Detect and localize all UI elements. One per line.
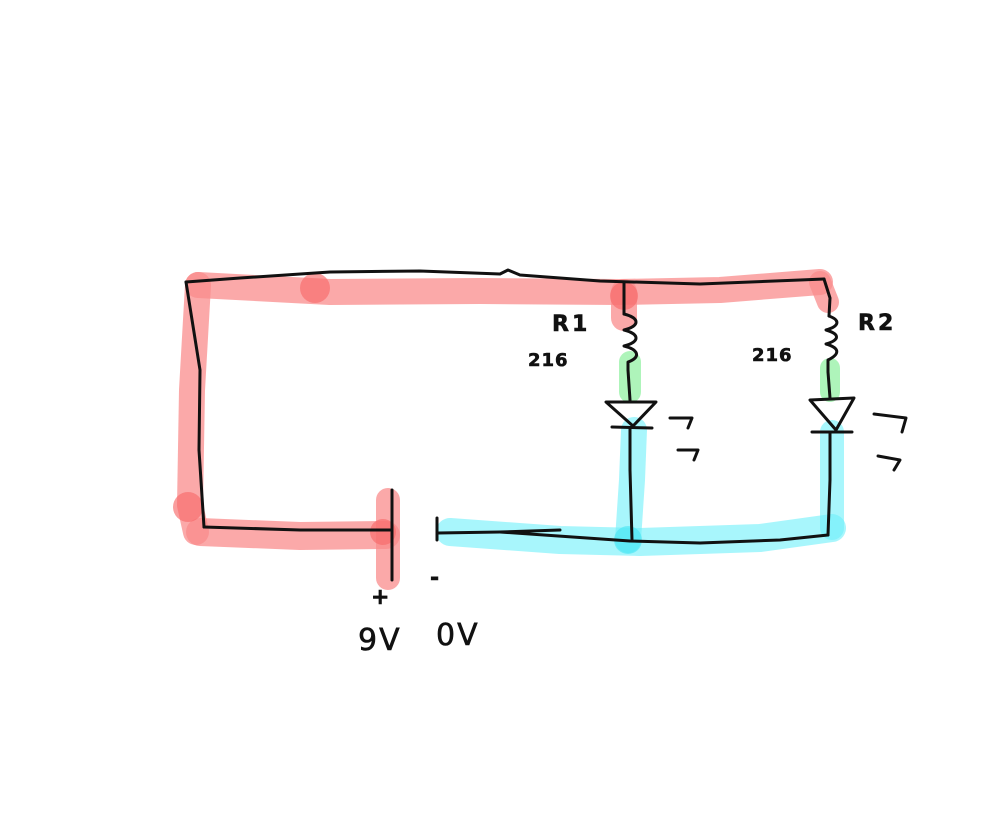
bottom-left-rail-highlight xyxy=(186,518,400,550)
resistor-r2-zigzag xyxy=(824,314,839,400)
negative-rail-highlight xyxy=(436,417,846,556)
led-1-light-arrow-1 xyxy=(668,416,694,430)
battery-node-dot xyxy=(370,519,396,545)
led1-cathode-wire xyxy=(628,426,634,542)
top-wire xyxy=(184,268,826,286)
led-2-triangle xyxy=(808,396,856,432)
led-2-light-arrow-1 xyxy=(872,412,908,434)
resistor-r2 xyxy=(824,314,839,400)
top-node-dot xyxy=(300,273,330,303)
battery-negative-sign: - xyxy=(430,566,439,591)
led2-cathode-wire xyxy=(826,430,832,537)
battery-positive-sign: + xyxy=(371,585,389,610)
r2-label: R2 xyxy=(858,311,896,336)
resistor-r1-zigzag xyxy=(622,312,638,402)
resistor-r1 xyxy=(622,312,638,402)
bottom-wire-segment-2 xyxy=(498,530,830,545)
r2-value-label: 216 xyxy=(752,345,793,366)
left-wire xyxy=(184,280,206,529)
led-2-light-arrow-2 xyxy=(876,454,902,472)
bottom-left-wire xyxy=(202,525,392,532)
r2-top-highlight xyxy=(809,271,839,313)
left-node-dot xyxy=(173,492,203,522)
led1-cathode-highlight xyxy=(615,417,647,553)
r1-value-label: 216 xyxy=(528,350,569,371)
led-1-cathode-bar xyxy=(610,425,654,430)
r1-label: R1 xyxy=(552,312,590,337)
r2-top-wire xyxy=(822,277,832,318)
led-1-triangle xyxy=(604,400,658,428)
resistor-led-link-highlight xyxy=(619,351,840,403)
negative-voltage-label: 0V xyxy=(436,618,480,653)
positive-voltage-label: 9V xyxy=(358,623,402,658)
battery xyxy=(390,488,439,582)
led-2 xyxy=(808,396,908,472)
led-1-light-arrow-2 xyxy=(676,448,700,462)
wires xyxy=(184,268,832,545)
led-1 xyxy=(604,400,700,462)
